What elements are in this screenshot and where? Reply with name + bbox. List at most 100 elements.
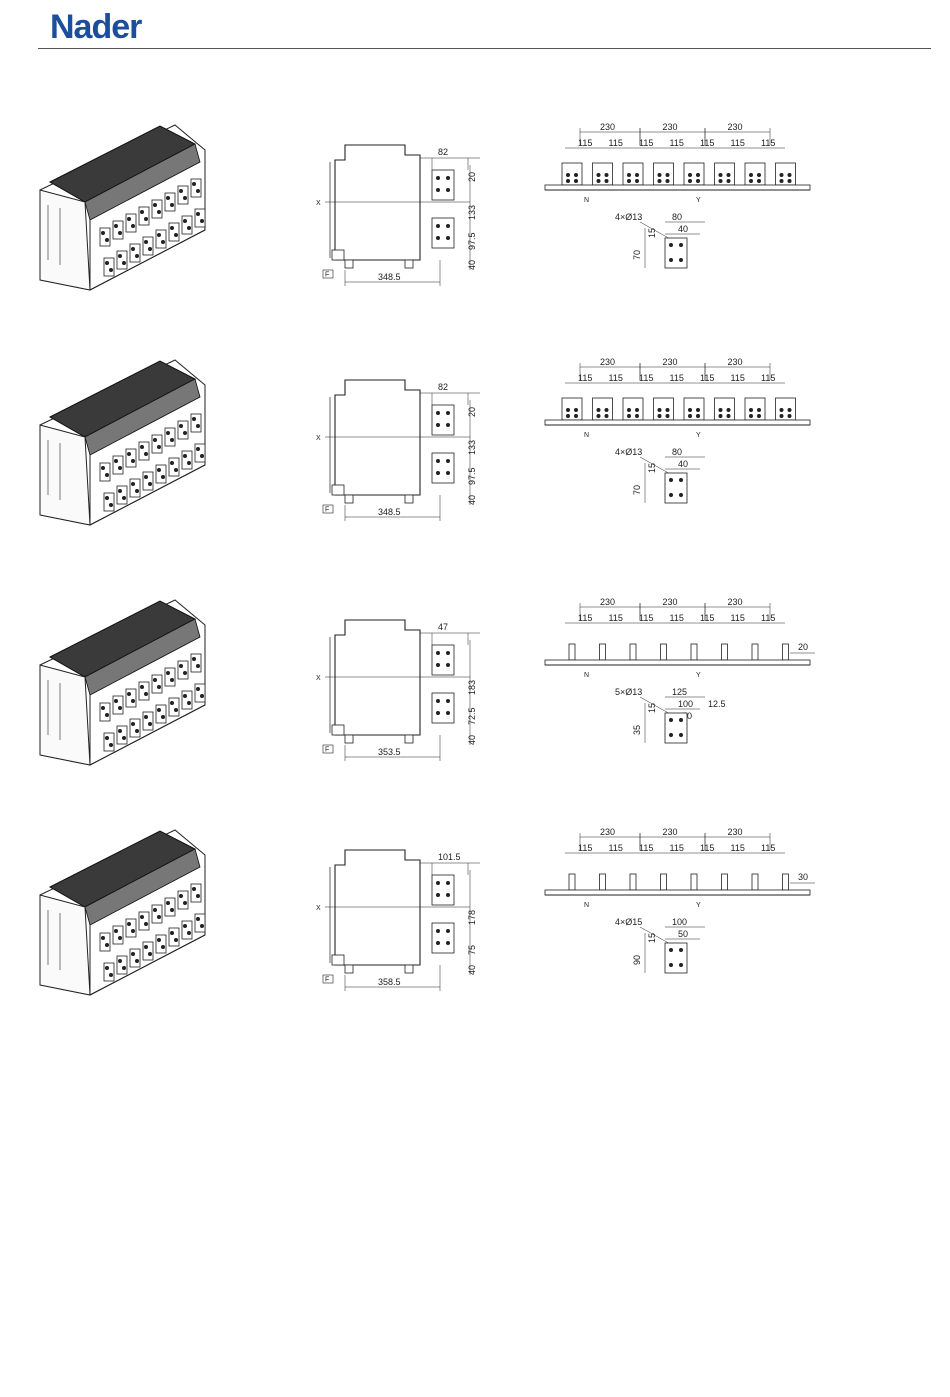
busbar-terminal <box>782 873 789 891</box>
busbar-terminal <box>599 873 606 891</box>
neutral-label: N <box>584 197 589 204</box>
holes-spec: 5×Ø13 <box>615 687 642 697</box>
side-dim-c: 97.5 <box>467 232 477 250</box>
side-dim-d: 40 <box>467 260 477 270</box>
upper-terminal <box>431 169 455 201</box>
terminal-pad <box>151 434 167 484</box>
terminal-pad <box>190 413 206 463</box>
detail-offset: 15 <box>647 703 657 713</box>
terminal-pad <box>112 455 128 505</box>
spacing-dim-1: 115 <box>578 843 592 853</box>
spacing-dim-7: 115 <box>761 138 775 148</box>
spacing-dim-2: 115 <box>609 613 623 623</box>
terminal-pad <box>112 220 128 270</box>
busbar-terminal <box>653 397 674 421</box>
spacing-dim-6: 115 <box>731 613 745 623</box>
detail-width-outer: 100 <box>672 917 687 927</box>
side-dim-d: 40 <box>467 735 477 745</box>
terminal-pad <box>190 178 206 228</box>
terminal-pad <box>125 213 141 263</box>
busbar-terminal <box>622 162 644 186</box>
side-dim-c: 75 <box>467 945 477 955</box>
side-dim-b: 133 <box>467 205 477 220</box>
side-dim-b: 178 <box>467 910 477 925</box>
lower-terminal <box>431 452 455 484</box>
terminal-pad <box>99 932 115 982</box>
spacing-dim-2: 115 <box>609 843 623 853</box>
side-dim-d: 40 <box>467 965 477 975</box>
busbar-terminal <box>561 162 583 186</box>
frame-label: F <box>325 272 329 279</box>
busbar-terminal <box>561 397 583 421</box>
lower-terminal <box>431 922 455 954</box>
detail-height: 70 <box>632 250 642 260</box>
busbar-terminal <box>683 162 705 186</box>
spacing-dim-4: 115 <box>670 373 684 383</box>
spacing-dim-3: 115 <box>639 138 653 148</box>
spacing-dim-4: 115 <box>670 138 684 148</box>
terminal-pad <box>164 897 180 947</box>
isometric-view <box>39 359 206 526</box>
busbar-terminal <box>690 873 698 891</box>
terminal-pad <box>138 441 154 491</box>
upper-terminal <box>431 404 455 436</box>
busbar-terminal <box>690 643 698 661</box>
busbar-terminal <box>622 397 644 421</box>
terminal-pad <box>151 199 167 249</box>
spacing-dim-3: 115 <box>639 843 653 853</box>
terminal-width-dim: 101.5 <box>438 852 461 862</box>
x-axis-label: X <box>316 905 321 912</box>
spacing-dim-5: 115 <box>700 138 714 148</box>
upper-terminal <box>431 644 455 676</box>
side-dim-c: 97.5 <box>467 467 477 485</box>
terminal-pad <box>151 674 167 724</box>
side-dim-d: 40 <box>467 495 477 505</box>
busbar-terminal <box>782 643 789 661</box>
detail-height: 35 <box>632 725 642 735</box>
terminal-width-dim: 47 <box>438 622 448 632</box>
pitch-dim-3: 230 <box>728 597 743 607</box>
terminal-pad <box>125 448 141 498</box>
terminal-pad <box>164 427 180 477</box>
spacing-dim-2: 115 <box>609 138 623 148</box>
spacing-dim-6: 115 <box>731 373 745 383</box>
busbar-terminal <box>721 873 728 891</box>
terminal-pad <box>164 667 180 717</box>
busbar-terminal <box>660 643 667 661</box>
busbar-terminal <box>751 643 759 661</box>
busbar-terminal <box>714 397 735 421</box>
pitch-dim-2: 230 <box>663 827 678 837</box>
busbar-terminal <box>683 397 705 421</box>
spacing-dim-1: 115 <box>578 138 592 148</box>
detail-offset: 15 <box>647 228 657 238</box>
side-dim-b: 133 <box>467 440 477 455</box>
busbar-terminal <box>599 643 606 661</box>
frame-label: F <box>325 747 329 754</box>
busbar-terminal <box>592 162 613 186</box>
isometric-view <box>39 124 206 291</box>
spacing-dim-7: 115 <box>761 843 775 853</box>
spacing-dim-4: 115 <box>670 843 684 853</box>
terminal-pad <box>138 681 154 731</box>
side-dim-a: 20 <box>467 172 477 182</box>
brand-logo: Nader <box>50 8 142 46</box>
pitch-dim-2: 230 <box>663 122 678 132</box>
side-dim-c: 72.5 <box>467 707 477 725</box>
frame-label: F <box>325 507 329 514</box>
detail-offset: 15 <box>647 933 657 943</box>
spacing-dim-1: 115 <box>578 613 592 623</box>
pitch-dim-2: 230 <box>663 597 678 607</box>
busbar-terminal <box>744 162 766 186</box>
detail-width-inner: 40 <box>678 224 688 234</box>
y-axis-label: Y <box>696 432 701 439</box>
frame-label: F <box>325 977 329 984</box>
